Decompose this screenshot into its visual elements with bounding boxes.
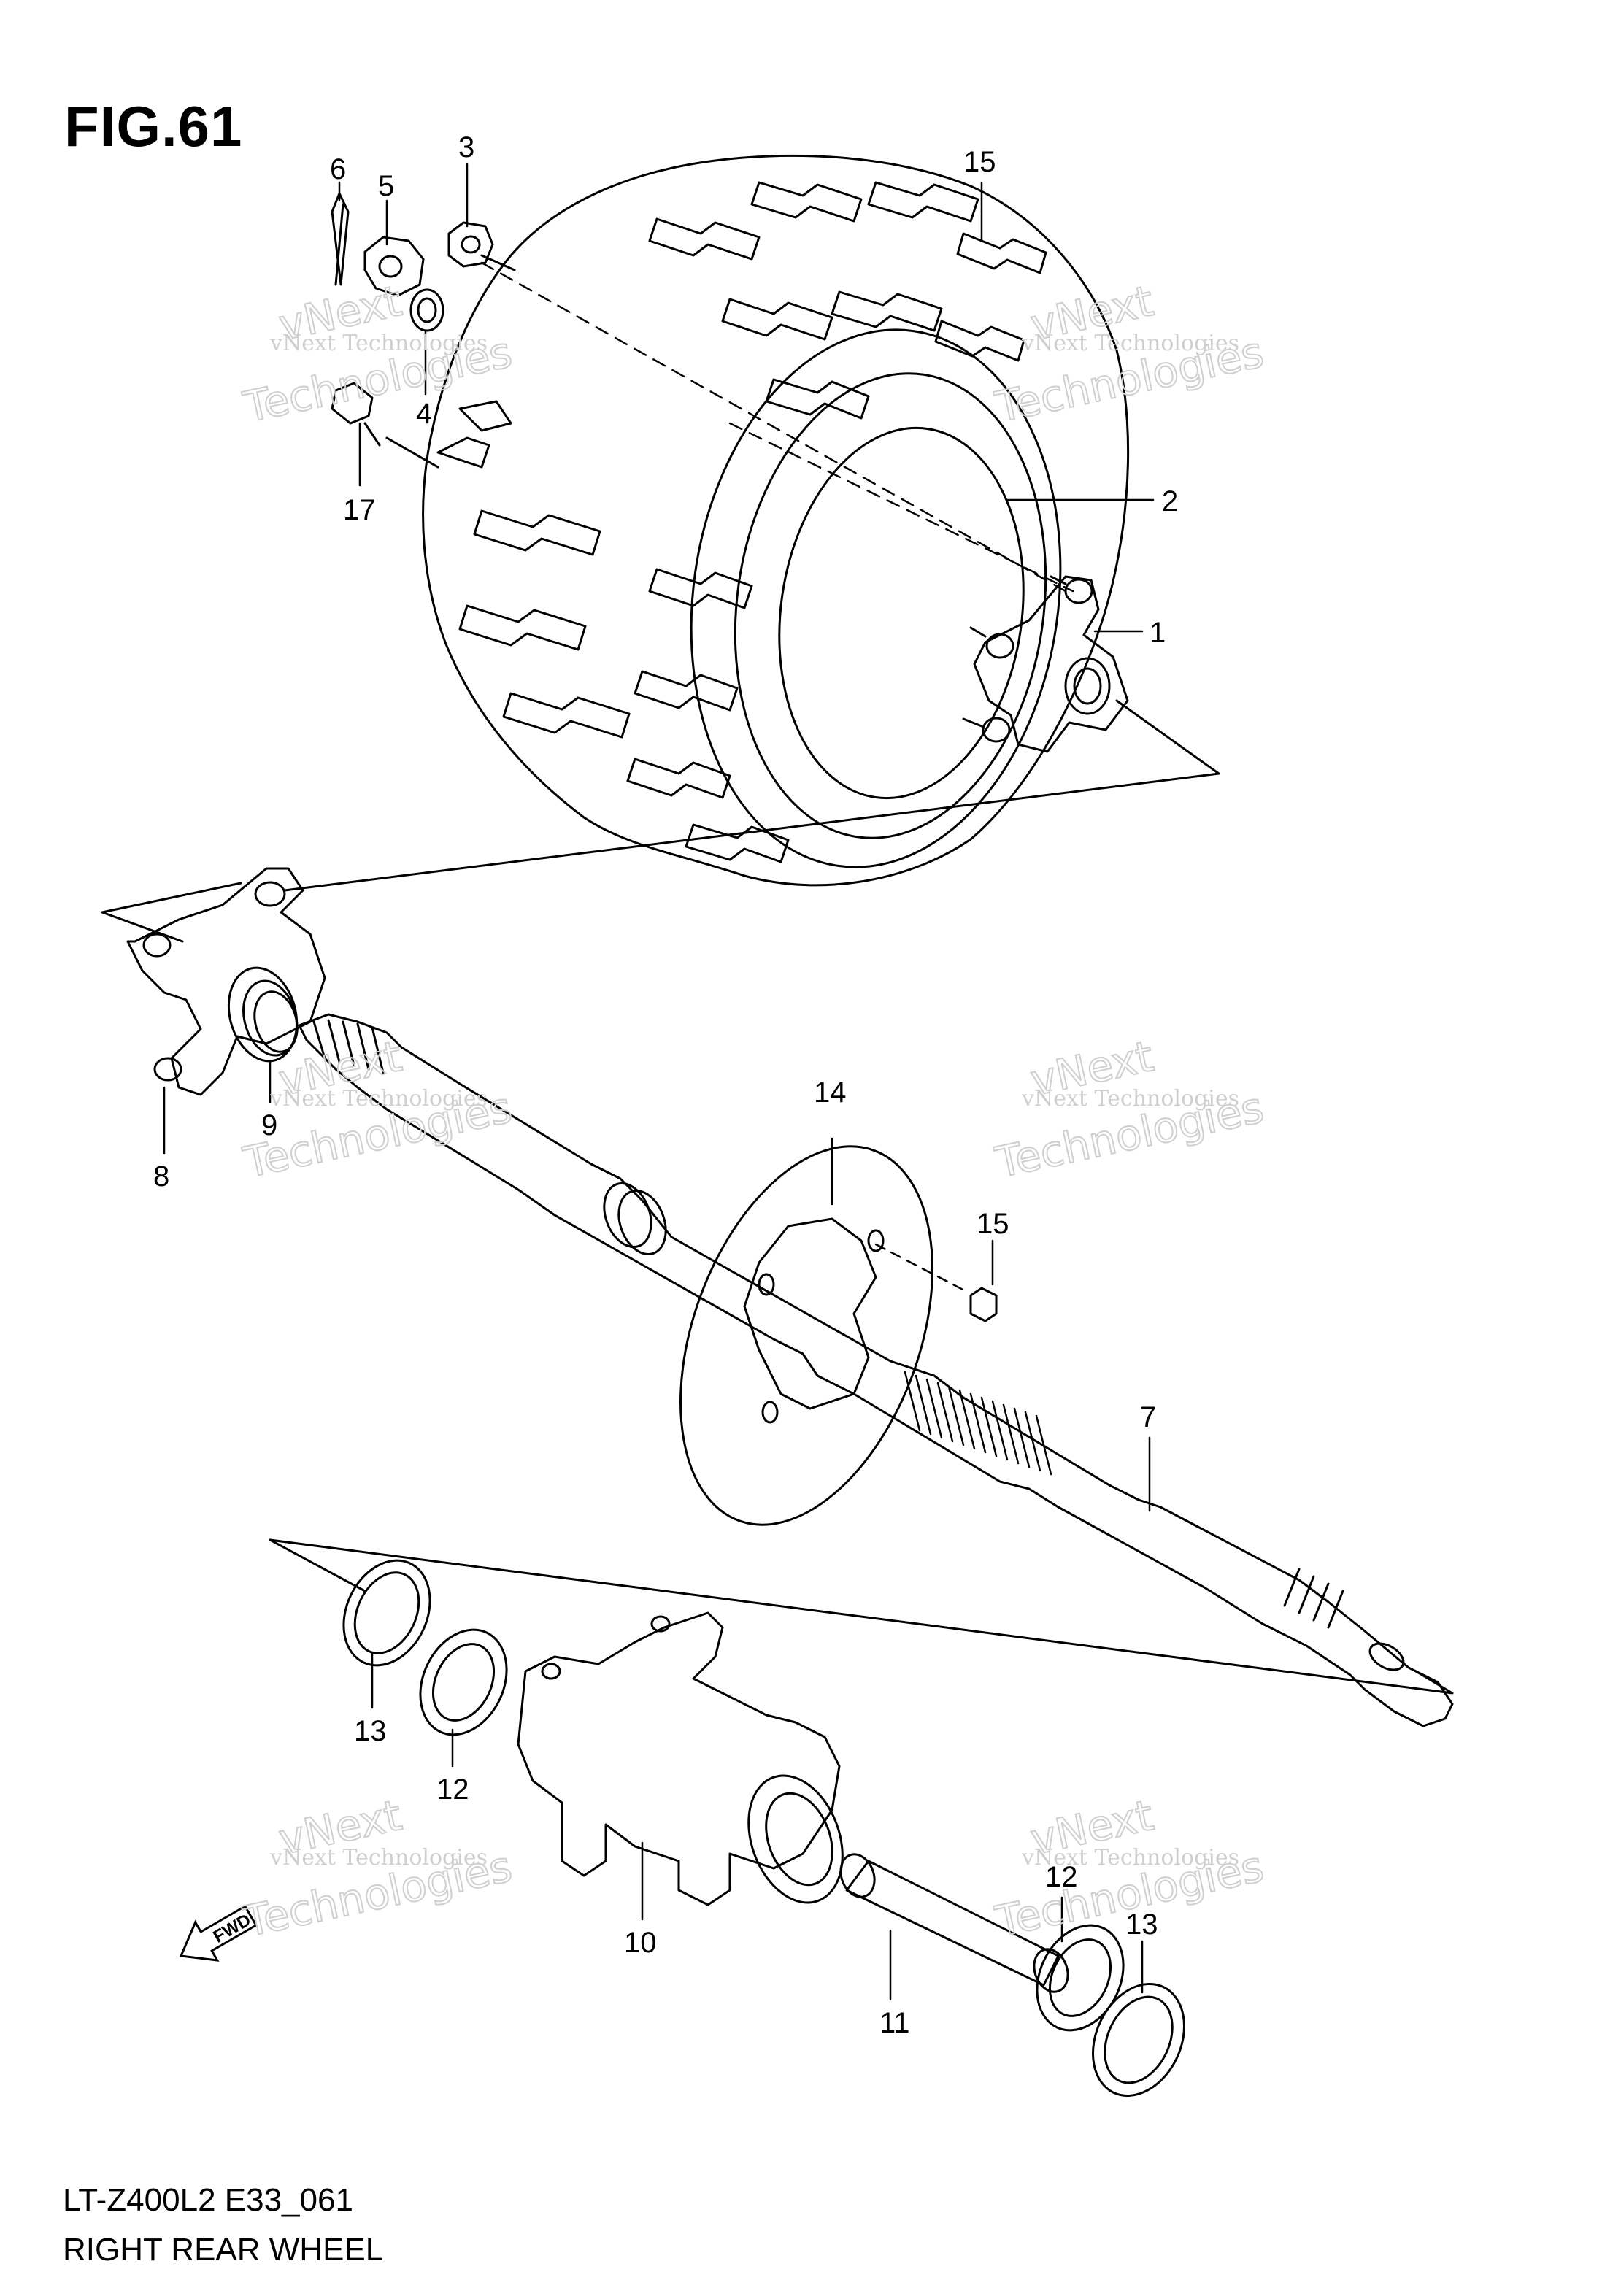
tire-assembly: [422, 154, 1130, 887]
callout-1: 1: [1150, 617, 1166, 649]
brake-disc-part: [679, 1145, 998, 1526]
axle-housing-part: [517, 1611, 844, 1906]
callout-2: 2: [1162, 485, 1178, 517]
hub-carrier-left: [101, 867, 326, 1096]
callout-6: 6: [330, 153, 346, 185]
rear-axle-part: [298, 1013, 1454, 1727]
figure-name: RIGHT REAR WHEEL: [63, 2232, 384, 2268]
svg-text:vNext Technologies: vNext Technologies: [1021, 331, 1239, 356]
callout-5: 5: [378, 170, 394, 202]
callout-14: 14: [814, 1076, 847, 1109]
leader-lines: [163, 163, 1155, 2001]
callout-16: 15: [963, 146, 996, 178]
seal-bearing-right: [1036, 1924, 1185, 2097]
watermark: vNext Technologies vNext Technologies vN…: [239, 275, 1269, 1947]
callout-10: 10: [624, 1927, 657, 1959]
callout-12-left: 12: [436, 1773, 469, 1806]
svg-text:vNext Technologies: vNext Technologies: [269, 1845, 488, 1871]
seal-bearing-left: [342, 1559, 508, 1736]
figure-title: FIG.61: [64, 94, 243, 158]
hardware-group: [331, 192, 516, 469]
callout-labels: 15 2 1 3 5 6 4 17 8 9 14 15 7 13 12 10 1…: [153, 131, 1178, 2039]
forward-arrow-icon: FWD: [179, 1904, 258, 1962]
svg-text:vNext Technologies: vNext Technologies: [1021, 1845, 1239, 1871]
callout-13-right: 13: [1125, 1908, 1158, 1941]
wheel-hub-part: [962, 575, 1129, 753]
callout-3: 3: [458, 131, 474, 163]
callout-4: 4: [416, 398, 432, 430]
svg-text:vNext Technologies: vNext Technologies: [269, 331, 488, 356]
callout-12-right: 12: [1045, 1861, 1078, 1893]
callout-11: 11: [879, 2007, 910, 2039]
svg-text:vNext Technologies: vNext Technologies: [1021, 1086, 1239, 1112]
callout-17: 17: [343, 494, 376, 526]
callout-15: 15: [977, 1208, 1009, 1240]
spacer-part: [839, 1853, 1069, 1993]
callout-9: 9: [261, 1109, 277, 1141]
model-code: LT-Z400L2 E33_061: [63, 2182, 353, 2218]
callout-7: 7: [1140, 1401, 1156, 1433]
svg-text:vNext Technologies: vNext Technologies: [269, 1086, 488, 1112]
callout-13-left: 13: [354, 1715, 387, 1747]
callout-8: 8: [153, 1160, 169, 1193]
